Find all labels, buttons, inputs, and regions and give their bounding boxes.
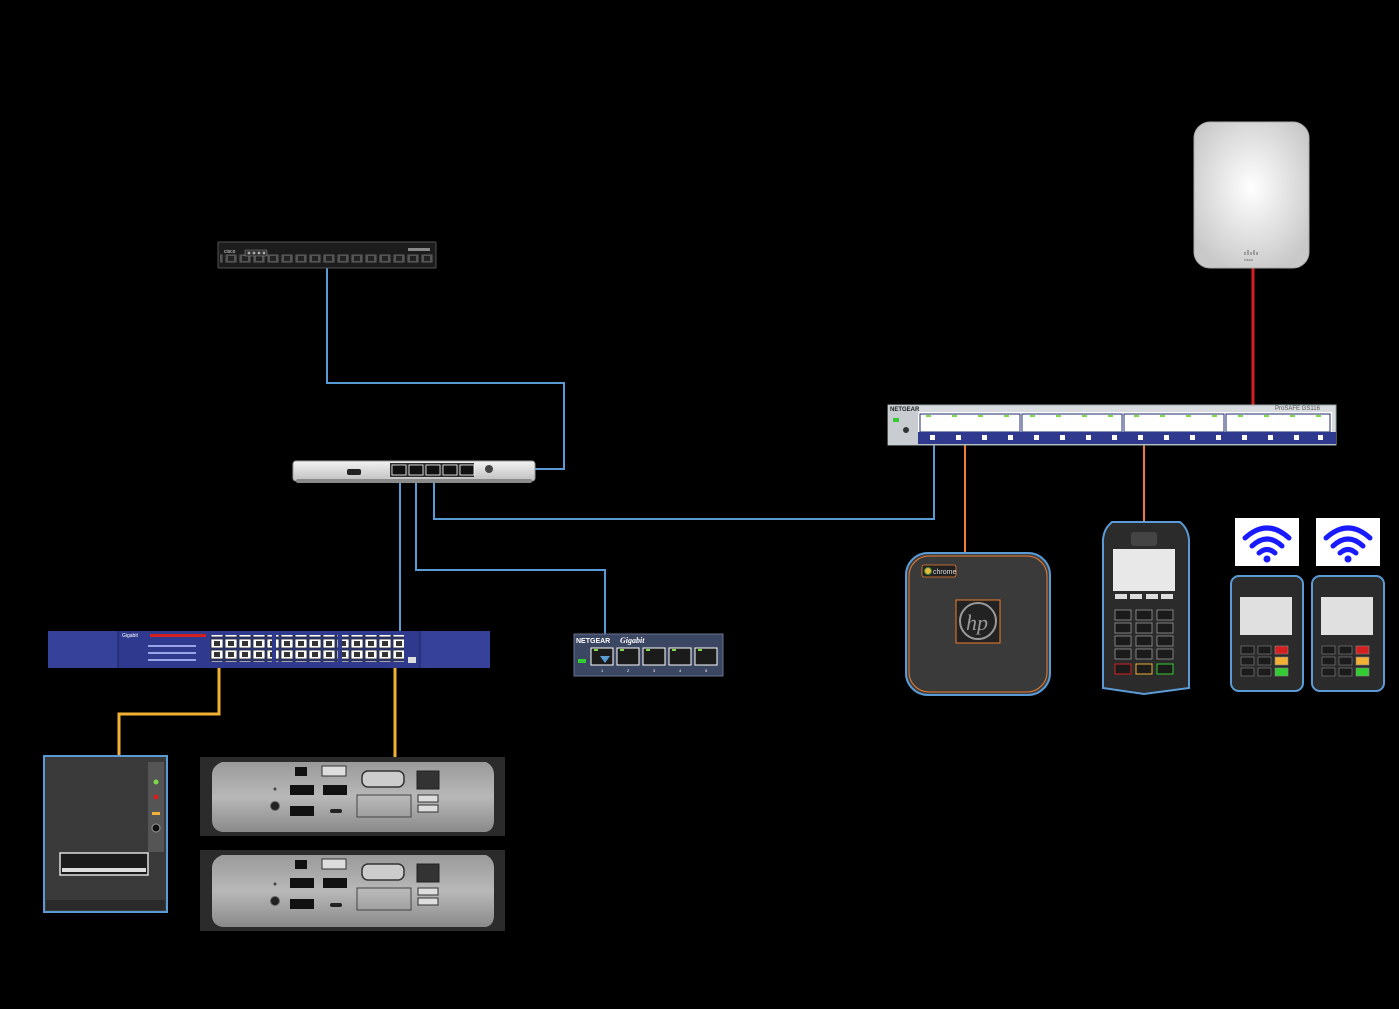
serial-port xyxy=(361,770,405,788)
link-router-poe-switch xyxy=(433,432,935,520)
power-button xyxy=(270,896,280,906)
poe-switch-brand: NETGEAR xyxy=(890,407,920,413)
firewall-status-leds xyxy=(244,249,268,257)
blue-switch-24[interactable] xyxy=(48,631,490,668)
power-button xyxy=(270,801,280,811)
ethernet-port xyxy=(416,770,440,790)
gigabit-switch-model: Gigabit xyxy=(620,636,645,645)
blue-switch-status-leds xyxy=(148,645,196,661)
wifi-icon xyxy=(1323,525,1373,556)
contactless-icon xyxy=(1131,532,1157,546)
gigabit-port-number: 3 xyxy=(653,668,656,673)
gigabit-port-numbers: 1 2 3 4 5 xyxy=(601,668,708,673)
wireless-terminal-1[interactable] xyxy=(1230,518,1304,692)
hp-logo: hp xyxy=(966,610,988,635)
link-firewall-router xyxy=(326,268,565,470)
payment-terminal[interactable] xyxy=(1101,521,1191,696)
poe-switch-16[interactable] xyxy=(887,404,1337,446)
gigabit-port-number: 2 xyxy=(627,668,630,673)
links xyxy=(117,268,1255,758)
ethernet-port xyxy=(416,863,440,883)
gigabit-port-number: 5 xyxy=(705,668,708,673)
hp-logo-icon xyxy=(959,602,997,640)
terminal-nav-keys xyxy=(1115,594,1173,599)
terminal-keypad xyxy=(1114,609,1174,660)
mini-pc-2[interactable] xyxy=(200,850,505,931)
mini-pc-1[interactable] xyxy=(200,757,505,836)
link-router-gigabit-switch xyxy=(415,476,606,655)
gigabit-switch-link-leds xyxy=(594,649,702,651)
chrome-badge-label: chrome xyxy=(933,569,956,576)
router-reset-button xyxy=(485,465,493,473)
port-marker-arrow xyxy=(600,656,610,663)
serial-port xyxy=(361,863,405,881)
gigabit-port-number: 4 xyxy=(679,668,682,673)
blue-switch-ports xyxy=(210,635,404,662)
cisco-logo-icon xyxy=(1244,250,1258,255)
receipt-printer[interactable] xyxy=(43,755,168,913)
gigabit-switch-ports xyxy=(590,647,718,666)
blue-switch-brand: Gigabit xyxy=(122,633,138,639)
chrome-icon xyxy=(924,567,932,575)
poe-switch-link-leds xyxy=(926,415,1321,417)
gigabit-switch-brand: NETGEAR xyxy=(576,638,610,645)
link-blue-switch-printer xyxy=(117,652,221,758)
chromebox[interactable] xyxy=(905,552,1051,696)
access-point-logo: cisco xyxy=(1244,257,1254,262)
wireless-terminal-2[interactable] xyxy=(1311,518,1385,692)
router-ports xyxy=(390,463,475,477)
terminal-action-keys xyxy=(1114,663,1174,675)
gigabit-switch-5[interactable] xyxy=(573,633,724,677)
access-point[interactable] xyxy=(1193,121,1310,269)
gigabit-port-number: 1 xyxy=(601,668,604,673)
poe-switch-model: ProSAFE GS116 xyxy=(1275,406,1321,412)
firewall-logo: cisco xyxy=(224,249,236,255)
wifi-icon xyxy=(1242,525,1292,556)
terminal-screen xyxy=(1113,549,1175,591)
rack-firewall[interactable] xyxy=(217,241,437,269)
edge-router[interactable] xyxy=(292,460,536,483)
router-usb-port xyxy=(347,469,361,475)
poe-switch-port-leds xyxy=(930,435,1323,440)
